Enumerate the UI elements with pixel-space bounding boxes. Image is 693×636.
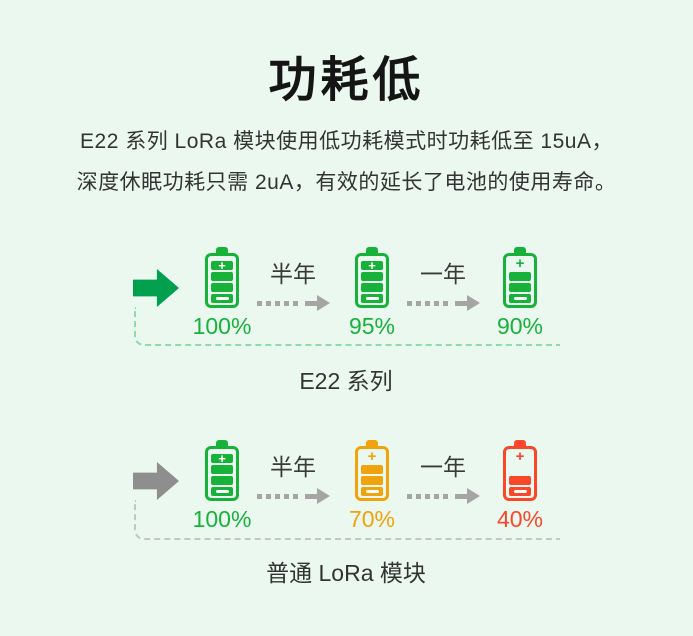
battery-body: + xyxy=(205,253,239,308)
battery-bar xyxy=(211,465,233,474)
arrow-rod xyxy=(304,493,317,499)
timeline-dash xyxy=(134,500,560,540)
battery-cap xyxy=(514,247,526,253)
battery-bar xyxy=(509,476,531,485)
battery-plus: + xyxy=(515,448,525,465)
transition-half-year: 半年 xyxy=(238,448,348,504)
battery-icon: + xyxy=(503,247,537,308)
dashed-arrow-icon xyxy=(406,295,480,311)
arrow-head xyxy=(316,488,330,504)
battery-group: + 90% xyxy=(485,247,555,340)
battery-percent: 90% xyxy=(496,313,544,339)
battery-icon: + xyxy=(355,440,389,501)
battery-bar: + xyxy=(211,451,233,466)
battery-bar xyxy=(211,272,233,281)
dashed-arrow-icon xyxy=(406,488,480,504)
battery-cap xyxy=(216,247,228,253)
row-label-e22: E22 系列 xyxy=(299,368,393,394)
lead-arrow-icon xyxy=(133,462,179,500)
page-title: 功耗低 xyxy=(268,54,425,107)
battery-percent: 70% xyxy=(348,506,396,532)
battery-group: + 100% xyxy=(187,247,257,340)
battery-body: + xyxy=(503,446,537,501)
battery-bar xyxy=(361,283,383,292)
description: E22 系列 LoRa 模块使用低功耗模式时功耗低至 15uA， 深度休眠功耗只… xyxy=(0,121,693,203)
battery-icon: + xyxy=(503,440,537,501)
battery-plus: + xyxy=(367,448,377,465)
battery-minus xyxy=(513,297,527,300)
transition-one-year: 一年 xyxy=(388,448,498,504)
diagram-row-e22: + 100% 半年 + 95% 一年 xyxy=(133,247,563,367)
battery-body: + xyxy=(355,253,389,308)
arrow-dashes xyxy=(406,493,452,499)
timeline-dash xyxy=(134,307,560,346)
battery-bar xyxy=(361,272,383,281)
transition-label: 一年 xyxy=(420,454,466,480)
description-line-1: E22 系列 LoRa 模块使用低功耗模式时功耗低至 15uA， xyxy=(80,130,613,153)
arrow-dashes xyxy=(406,300,452,306)
battery-bar: + xyxy=(211,258,233,273)
battery-percent: 100% xyxy=(192,506,252,532)
battery-body: + xyxy=(503,253,537,308)
battery-bar xyxy=(361,465,383,474)
transition-label: 半年 xyxy=(270,454,316,480)
battery-group: + 70% xyxy=(337,440,407,533)
battery-percent: 95% xyxy=(348,313,396,339)
battery-minus xyxy=(365,297,379,300)
lead-arrow-icon xyxy=(133,269,179,307)
battery-icon: + xyxy=(205,440,239,501)
arrow-rod xyxy=(454,300,467,306)
transition-label: 一年 xyxy=(420,261,466,287)
battery-bar xyxy=(509,272,531,281)
diagram-row-ordinary: + 100% 半年 + 70% 一年 xyxy=(133,440,563,560)
battery-group: + 95% xyxy=(337,247,407,340)
battery-minus xyxy=(513,490,527,493)
battery-bar xyxy=(361,487,383,496)
battery-bar xyxy=(509,283,531,292)
battery-body: + xyxy=(355,446,389,501)
battery-bar xyxy=(361,294,383,303)
battery-plus: + xyxy=(515,255,525,272)
battery-bar xyxy=(361,476,383,485)
battery-plus: + xyxy=(368,258,376,273)
arrow-head xyxy=(466,488,480,504)
battery-plus: + xyxy=(218,258,226,273)
transition-one-year: 一年 xyxy=(388,255,498,311)
battery-minus xyxy=(215,490,229,493)
arrow-rod xyxy=(304,300,317,306)
arrow-dashes xyxy=(256,493,302,499)
transition-half-year: 半年 xyxy=(238,255,348,311)
arrow-head xyxy=(316,295,330,311)
battery-bar: + xyxy=(361,258,383,273)
description-line-2: 深度休眠功耗只需 2uA，有效的延长了电池的使用寿命。 xyxy=(76,171,617,194)
battery-bar xyxy=(211,476,233,485)
battery-bar xyxy=(211,283,233,292)
battery-plus: + xyxy=(218,451,226,466)
battery-percent: 40% xyxy=(496,506,544,532)
battery-bar xyxy=(509,487,531,496)
battery-minus xyxy=(215,297,229,300)
battery-percent: 100% xyxy=(192,313,252,339)
battery-group: + 40% xyxy=(485,440,555,533)
battery-icon: + xyxy=(205,247,239,308)
battery-bar xyxy=(211,294,233,303)
battery-minus xyxy=(365,490,379,493)
row-label-ordinary: 普通 LoRa 模块 xyxy=(266,560,426,586)
arrow-dashes xyxy=(256,300,302,306)
battery-icon: + xyxy=(355,247,389,308)
battery-cap xyxy=(366,440,378,446)
battery-bar xyxy=(509,294,531,303)
battery-cap xyxy=(216,440,228,446)
battery-body: + xyxy=(205,446,239,501)
battery-bar xyxy=(211,487,233,496)
transition-label: 半年 xyxy=(270,261,316,287)
battery-cap xyxy=(514,440,526,446)
battery-group: + 100% xyxy=(187,440,257,533)
dashed-arrow-icon xyxy=(256,488,330,504)
dashed-arrow-icon xyxy=(256,295,330,311)
arrow-rod xyxy=(454,493,467,499)
arrow-head xyxy=(466,295,480,311)
battery-cap xyxy=(366,247,378,253)
